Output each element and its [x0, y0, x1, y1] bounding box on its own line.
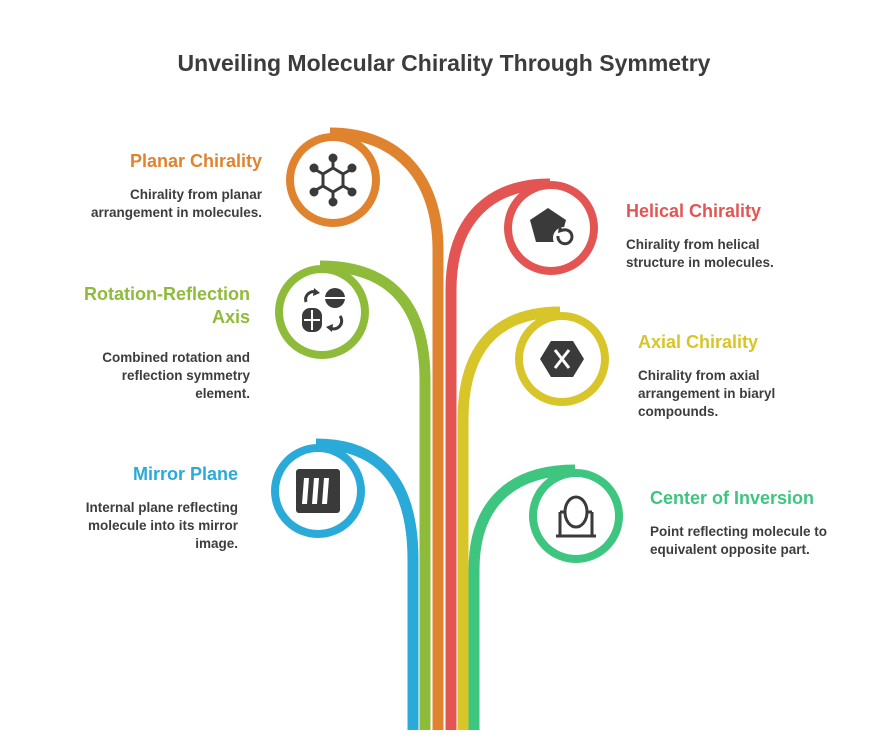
mirror-stripes-icon: [296, 469, 340, 513]
branch-mirror-plane: [271, 438, 419, 730]
item-description: Chirality from axial arrangement in biar…: [638, 368, 776, 419]
diagram-title: Unveiling Molecular Chirality Through Sy…: [177, 50, 711, 76]
item-heading: Axial Chirality: [638, 332, 759, 352]
molecule-hexagon-icon: [309, 153, 357, 207]
item-heading: Mirror Plane: [132, 464, 238, 484]
item-description: Internal plane reflecting molecule into …: [85, 500, 238, 551]
standing-mirror-icon: [556, 495, 596, 538]
hexagon-x-icon: [540, 341, 584, 377]
item-mirror-plane: Mirror Plane Internal plane reflecting m…: [86, 463, 238, 553]
item-heading: Rotation-Reflection Axis: [84, 284, 250, 327]
item-axial-chirality: Axial Chirality Chirality from axial arr…: [638, 331, 775, 421]
item-description: Chirality from planar arrangement in mol…: [90, 187, 262, 220]
item-description: Point reflecting molecule to equivalent …: [650, 524, 828, 557]
item-planar-chirality: Planar Chirality Chirality from planar a…: [91, 150, 262, 222]
item-description: Chirality from helical structure in mole…: [626, 237, 774, 270]
branch-center-of-inversion: [468, 464, 623, 730]
branch-planar-chirality: [286, 127, 444, 730]
pentagon-rotate-icon: [530, 208, 575, 249]
branch-axial-chirality: [457, 306, 609, 730]
item-center-of-inversion: Center of Inversion Point reflecting mol…: [650, 487, 827, 559]
branch-helical-chirality: [445, 178, 598, 730]
item-rotation-reflection-axis: Rotation-Reflection Axis Combined rotati…: [84, 283, 250, 403]
item-heading: Planar Chirality: [129, 151, 262, 171]
item-heading: Center of Inversion: [650, 488, 815, 508]
item-helical-chirality: Helical Chirality Chirality from helical…: [626, 200, 774, 272]
branch-rotation-reflection-axis: [275, 260, 431, 730]
rotate-reflect-icon: [302, 288, 345, 332]
item-heading: Helical Chirality: [626, 201, 762, 221]
item-description: Combined rotation and reflection symmetr…: [102, 350, 250, 401]
